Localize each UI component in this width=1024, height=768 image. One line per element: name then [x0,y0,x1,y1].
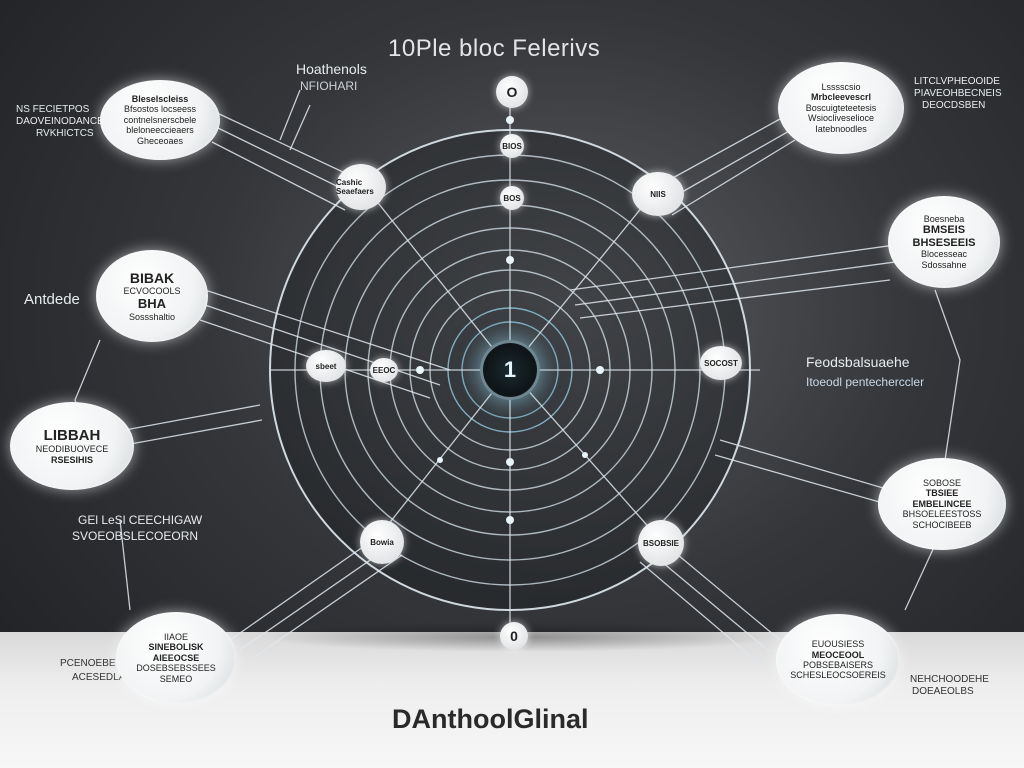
small-node-mid-left-b[interactable]: EEOC [370,358,398,382]
far-right-top-label-3: DEOCDSBEN [922,100,986,111]
joint-bottom-1 [506,458,514,466]
node-top-right-line-3: Boscuigteteetesis [805,102,877,113]
node-top-left-line-5: Gheceoaes [136,135,184,146]
diagram-title: 10Ple bloc Felerivs [388,35,601,62]
cable-heading [279,89,311,151]
node-right-lower-line-1: SOBOSE [922,478,961,489]
node-top-left[interactable]: Bleselscleiss Bfsostos locseess contnels… [100,80,220,160]
node-mid-left-line-3: BHA [137,295,167,311]
cable-bottom-left [229,534,403,661]
right-label-1: Feodsbalsuaehe [806,354,910,370]
node-top-left-line-2: Bfsostos locseess [123,104,197,115]
node-bottom-left-line-4: DOSEBSEBSSEES [136,663,216,674]
cable-mid-right [569,244,896,319]
far-left-top-label-3: RVKHICTCS [36,128,94,139]
node-right-lower[interactable]: SOBOSE TBSIEE EMBELINCEE BHSOELEESTOSS S… [878,458,1006,550]
footer-title: DAnthoolGlinal [392,704,589,734]
node-bottom-right[interactable]: EUOUSIESS MEOCEOOL POBSEBAISERS SCHESLEO… [776,614,900,706]
cable-left [124,404,263,446]
joint-left [416,366,424,374]
node-mid-right-line-3: BHSESEEIS [912,236,976,249]
node-left-line-1: LIBBAH [43,427,101,445]
node-mid-right-line-1: Boesneba [923,213,965,224]
node-bottom-left-line-3: AIEEOCSE [152,652,200,663]
joint-top-1 [506,116,514,124]
far-right-top-label-1: LITCLVPHEOOIDE [914,76,1000,87]
left-mid-label-2: SVOEOBSLECOEORN [72,529,199,543]
top-center-node[interactable]: O [496,76,528,108]
small-node-mid-left-a[interactable]: sbeet [306,350,346,382]
node-bottom-left-line-5: SEMEO [159,673,193,684]
node-top-right-line-5: Iatebnoodles [815,123,867,134]
central-hub[interactable]: 1 [480,340,540,400]
joint-right [596,366,604,374]
cable-right-lower [714,439,891,506]
node-mid-right-line-2: BMSEIS [922,224,966,237]
far-right-top-label-2: PIAVEOHBECNEIS [914,88,1002,99]
node-right-lower-line-2: TBSIEE [925,488,959,499]
node-bottom-right-line-2: MEOCEOOL [811,649,865,660]
wire-lower-left [379,369,511,536]
bottom-right-side-label-2: DOEAEOLBS [912,686,974,697]
joint-lower-left [437,457,443,463]
node-right-lower-line-3: EMBELINCEE [912,498,972,509]
node-left-line-3: RSESIHIS [50,454,93,465]
node-bottom-left-line-2: SINEBOLISK [148,642,204,653]
node-bottom-right-line-4: SCHESLEOCSOEREIS [790,670,886,681]
top-left-heading: Hoathenols [296,61,367,77]
bottom-left-side-label-1: PCENOEBETOEOTS [60,658,157,669]
left-mid-label-1: GEl LeSl CEECHIGAW [78,513,203,527]
cable-bottom-right [639,539,781,665]
node-top-right-line-4: Wsiocliveselioce [807,113,875,124]
node-top-right[interactable]: Lsssscsio Mrbcleevescrl Boscuigteteetesi… [778,62,904,154]
node-top-left-line-3: contnelsnerscbele [123,114,197,125]
bottom-left-side-label-2: ACESEDLASES [72,672,146,683]
top-left-subheading: NFIOHARI [300,79,358,93]
right-label-2: Itoeodl pentecherccler [806,375,925,389]
small-node-top-stem[interactable]: BIOS [500,134,524,158]
joint-bottom-2 [506,516,514,524]
node-top-left-line-1: Bleselscleiss [131,94,189,105]
far-left-top-label-2: DAOVEINODANCETE [16,116,117,127]
node-mid-right-line-5: Sdossahne [921,259,967,270]
node-left-line-2: NEODIBUOVECE [35,444,109,455]
joint-lower-right [582,452,588,458]
bottom-right-side-label-1: NEHCHOODEHE [910,674,989,685]
far-left-top-label-1: NS FECIETPOS [16,104,90,115]
cable-right-arc [934,289,961,461]
wire-upper-left [359,179,511,371]
node-bottom-left[interactable]: IIAOE SINEBOLISK AIEEOCSE DOSEBSEBSSEES … [116,612,236,704]
node-bottom-right-line-1: EUOUSIESS [811,639,865,650]
node-left[interactable]: LIBBAH NEODIBUOVECE RSESIHIS [10,402,134,490]
cable-right-drop [904,544,936,611]
cable-top-left [211,111,361,211]
node-mid-left-line-4: Sossshaltio [128,311,176,322]
cable-top-right [659,107,806,216]
node-mid-left-line-2: ECVOCOOLS [123,286,181,297]
node-right-lower-line-5: SCHOCIBEEB [912,519,972,530]
small-node-mid-right[interactable]: SOCOST [700,346,742,380]
node-mid-left[interactable]: BIBAK ECVOCOOLS BHA Sossshaltio [96,250,208,342]
node-mid-left-line-1: BIBAK [129,270,175,287]
node-top-left-line-4: bleloneeccieaers [126,125,194,136]
node-mid-right-line-4: Blocesseac [920,249,968,260]
wire-upper-right [509,184,661,371]
left-side-label: Antdede [24,291,80,308]
small-node-upper-right[interactable]: NIIS [632,172,684,216]
node-mid-right[interactable]: Boesneba BMSEIS BHSESEEIS Blocesseac Sdo… [888,196,1000,288]
small-node-top-stem-2[interactable]: BOS [500,186,524,210]
small-node-upper-left[interactable]: Cashic Seaefaers [336,164,386,210]
bottom-center-node[interactable]: 0 [500,622,528,650]
node-top-right-line-1: Lsssscsio [821,82,861,93]
cable-left-drop [119,519,131,611]
node-bottom-left-line-1: IIAOE [163,632,188,643]
joint-top-2 [506,256,514,264]
small-node-lower-left[interactable]: Bowia [360,520,404,564]
node-right-lower-line-4: BHSOELEESTOSS [902,509,982,520]
small-node-lower-right[interactable]: BSOBSIE [638,520,684,566]
node-top-right-line-2: Mrbcleevescrl [810,92,872,103]
node-bottom-right-line-3: POBSEBAISERS [802,660,874,670]
